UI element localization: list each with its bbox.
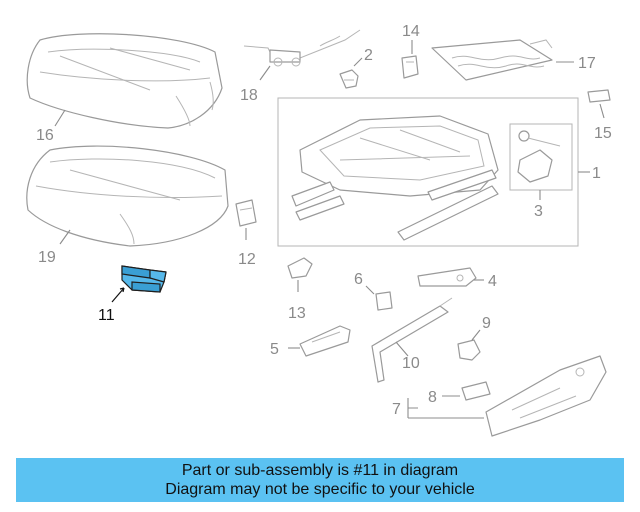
callout-10: 10 <box>402 355 420 372</box>
leader-6 <box>365 285 375 295</box>
callout-15: 15 <box>594 125 612 142</box>
part-5-trim[interactable] <box>299 325 351 357</box>
info-banner: Part or sub-assembly is #11 in diagram D… <box>16 458 624 502</box>
leader-7 <box>407 398 484 419</box>
banner-line-2: Diagram may not be specific to your vehi… <box>165 481 475 498</box>
leader-10 <box>395 341 409 357</box>
callout-1: 1 <box>592 165 601 182</box>
callout-18: 18 <box>240 87 258 104</box>
part-4-lever[interactable] <box>417 267 477 287</box>
part-3-sub-assembly[interactable] <box>509 123 573 191</box>
leader-11 <box>111 287 125 303</box>
leader-16 <box>54 109 66 127</box>
part-13-clip[interactable] <box>287 257 313 279</box>
callout-3: 3 <box>534 203 543 220</box>
leader-18 <box>259 65 271 81</box>
part-14-bracket[interactable] <box>401 55 419 79</box>
callout-12: 12 <box>238 251 256 268</box>
callout-19: 19 <box>38 249 56 266</box>
part-10-rod[interactable] <box>371 297 453 383</box>
callout-6: 6 <box>354 271 363 288</box>
callout-8: 8 <box>428 389 437 406</box>
leader-2 <box>353 57 363 67</box>
callout-5: 5 <box>270 341 279 358</box>
callout-7: 7 <box>392 401 401 418</box>
part-9-fastener[interactable] <box>457 339 481 361</box>
part-17-heater-mat[interactable] <box>431 39 553 81</box>
part-11-highlighted[interactable] <box>121 265 167 293</box>
banner-line-1: Part or sub-assembly is #11 in diagram <box>181 462 459 479</box>
callout-16: 16 <box>36 127 54 144</box>
part-12-bracket[interactable] <box>235 199 257 227</box>
callout-4: 4 <box>488 273 497 290</box>
part-2-clip[interactable] <box>339 69 359 89</box>
leader-9 <box>471 329 481 341</box>
callout-11: 11 <box>98 307 115 324</box>
callout-2: 2 <box>364 47 373 64</box>
part-16-seatback-pad[interactable] <box>26 33 223 129</box>
part-8-clip[interactable] <box>461 381 491 401</box>
part-19-cushion-pad[interactable] <box>26 145 229 247</box>
part-7-side-shield[interactable] <box>485 355 607 437</box>
part-15-clip[interactable] <box>587 89 611 103</box>
callout-17: 17 <box>578 55 596 72</box>
callout-9: 9 <box>482 315 491 332</box>
part-6-block[interactable] <box>375 291 393 311</box>
part-1-frame-assembly[interactable] <box>277 97 579 247</box>
callout-13: 13 <box>288 305 306 322</box>
leader-11-arrow <box>119 287 125 293</box>
part-18-wire-bracket[interactable] <box>243 29 361 67</box>
leader-15 <box>599 103 605 119</box>
callout-14: 14 <box>402 23 420 40</box>
leader-19 <box>59 229 71 245</box>
